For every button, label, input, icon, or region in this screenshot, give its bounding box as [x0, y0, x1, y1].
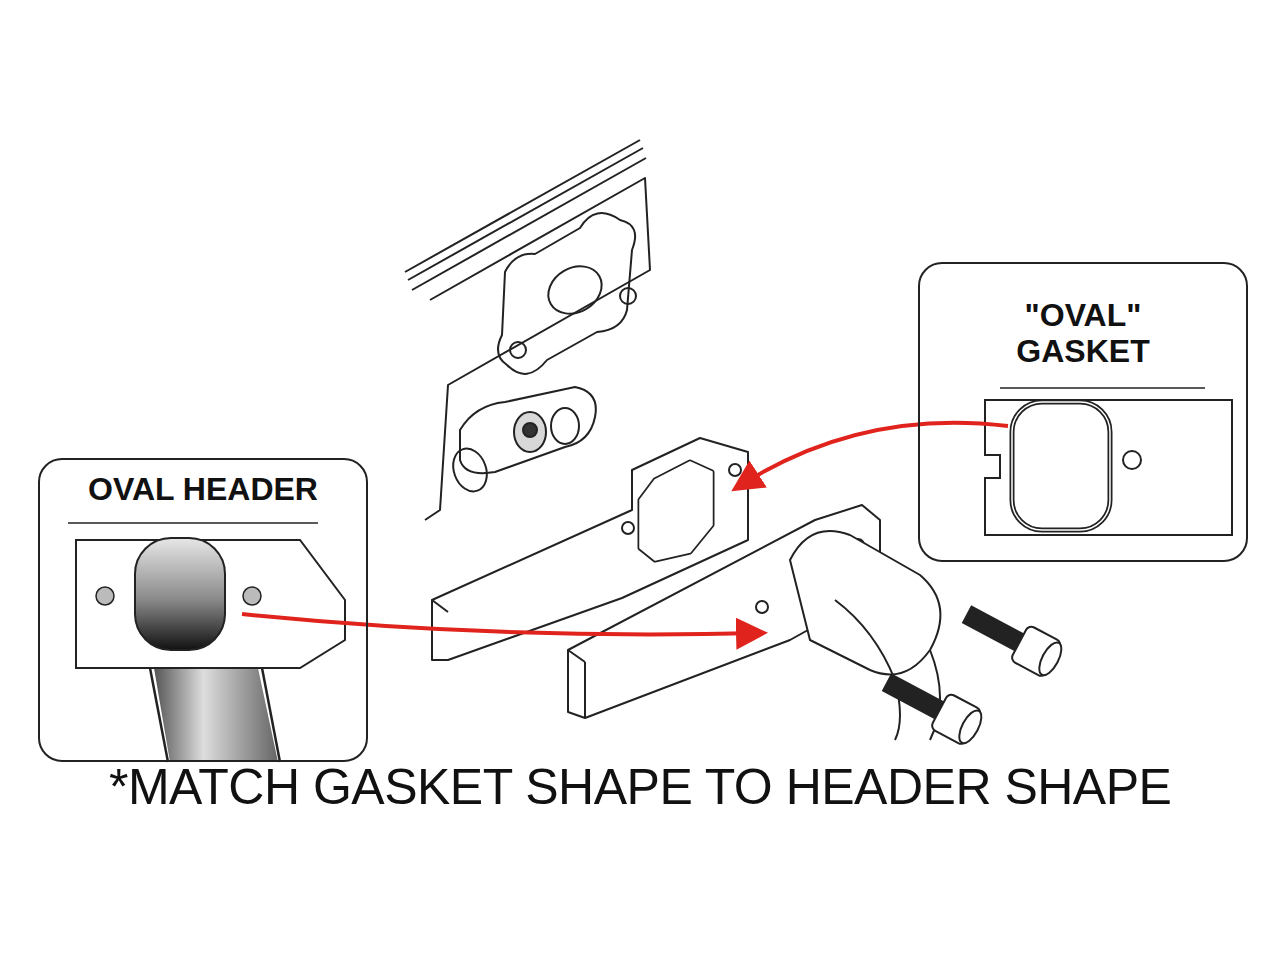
header-flange [568, 505, 940, 740]
header-detail [68, 523, 345, 762]
engine-head [405, 140, 650, 520]
caption: *MATCH GASKET SHAPE TO HEADER SHAPE [109, 758, 1171, 816]
callout-heading: "OVAL" GASKET [978, 298, 1188, 370]
gasket-detail [985, 388, 1232, 535]
bolts [877, 597, 1067, 749]
callout-box: "OVAL" GASKET [918, 262, 1248, 562]
callout-heading: OVAL HEADER [53, 472, 353, 508]
red-arrows [242, 423, 1008, 635]
callout-box: OVAL HEADER [38, 458, 368, 762]
